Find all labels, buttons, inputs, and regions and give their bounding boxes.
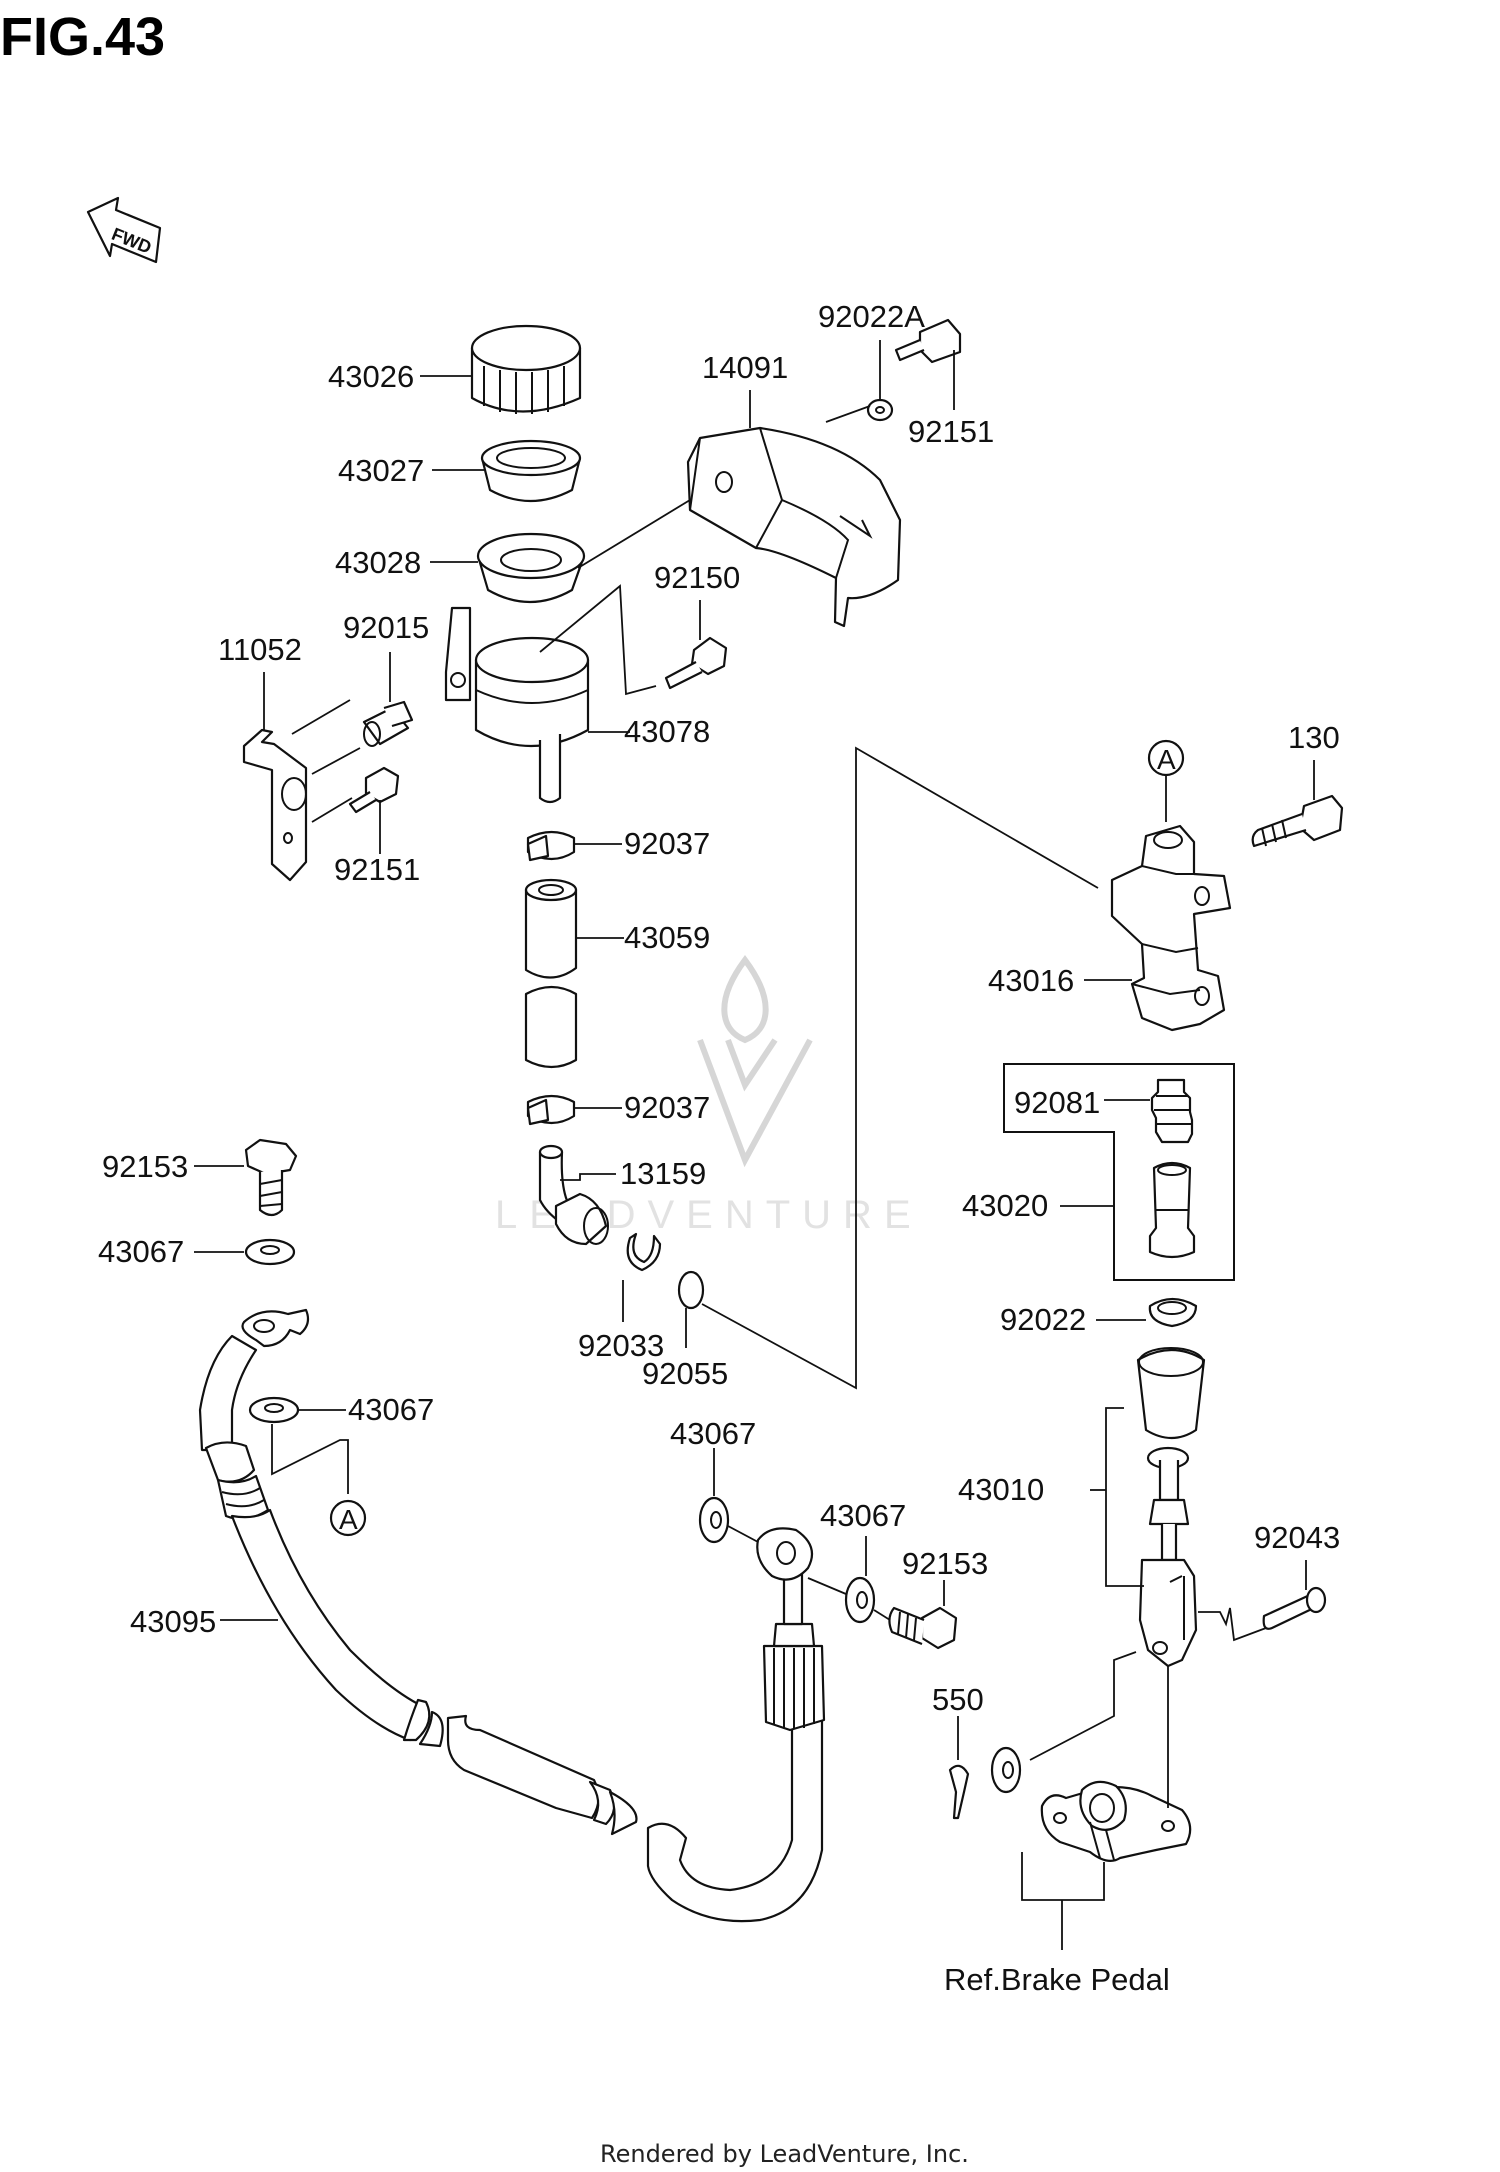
callout-a-bottom: A — [329, 1499, 367, 1537]
label-92153-right: 92153 — [902, 1546, 988, 1581]
reservoir-cover — [686, 426, 902, 628]
label-13159: 13159 — [620, 1156, 706, 1191]
piston-43020 — [1148, 1161, 1196, 1259]
callout-a-top-letter: A — [1157, 744, 1176, 775]
fwd-arrow-icon: FWD — [86, 196, 162, 264]
label-43067-2: 43067 — [348, 1392, 434, 1427]
hose-fitting — [538, 1144, 609, 1246]
washer-43067-4 — [844, 1576, 876, 1624]
cotter-pin-550 — [948, 1764, 970, 1820]
label-43067-3: 43067 — [670, 1416, 756, 1451]
bolt-92150 — [664, 636, 728, 690]
label-43020: 43020 — [962, 1188, 1048, 1223]
master-cylinder — [1110, 824, 1232, 1032]
reservoir-hose — [524, 878, 578, 1069]
washer-43067-2 — [248, 1396, 300, 1424]
push-rod-kit — [1136, 1347, 1206, 1668]
label-11052: 11052 — [218, 632, 302, 667]
spring-92081 — [1150, 1078, 1194, 1144]
cap-plate — [480, 439, 582, 503]
bolt-92151-top — [894, 318, 962, 364]
label-92033: 92033 — [578, 1328, 664, 1363]
brake-pedal-pivot — [1040, 1780, 1192, 1863]
label-43078: 43078 — [624, 714, 710, 749]
label-43027: 43027 — [338, 453, 424, 488]
brake-hose-43095 — [198, 1308, 826, 1923]
label-92037-upper: 92037 — [624, 826, 710, 861]
banjo-bolt-left — [244, 1138, 298, 1217]
washer-43067-1 — [244, 1238, 296, 1266]
circlip-92022 — [1148, 1297, 1198, 1328]
label-92015: 92015 — [343, 610, 429, 645]
label-92151-bracket: 92151 — [334, 852, 420, 887]
callout-a-top: A — [1147, 739, 1185, 777]
bracket-11052 — [242, 728, 308, 882]
label-43016: 43016 — [988, 963, 1074, 998]
hose-clamp-upper — [526, 830, 576, 862]
label-92022: 92022 — [1000, 1302, 1086, 1337]
washer-43067-3 — [698, 1496, 730, 1544]
label-43059: 43059 — [624, 920, 710, 955]
bolt-130 — [1251, 794, 1344, 848]
oring-92055 — [677, 1270, 705, 1310]
label-43026: 43026 — [328, 359, 414, 394]
washer-92022a — [866, 398, 894, 422]
label-92043: 92043 — [1254, 1520, 1340, 1555]
reservoir-diaphragm — [476, 532, 586, 604]
label-92037-lower: 92037 — [624, 1090, 710, 1125]
label-550: 550 — [932, 1682, 984, 1717]
ref-brake-pedal-label: Ref.Brake Pedal — [944, 1962, 1170, 1997]
bolt-92151-bracket — [348, 766, 400, 814]
label-14091: 14091 — [702, 350, 788, 385]
label-92153-left: 92153 — [102, 1149, 188, 1184]
label-92151-top: 92151 — [908, 414, 994, 449]
label-43095: 43095 — [130, 1604, 216, 1639]
label-130: 130 — [1288, 720, 1340, 755]
footer-credit: Rendered by LeadVenture, Inc. — [600, 2140, 969, 2168]
callout-a-bottom-letter: A — [339, 1504, 358, 1535]
grommet-92015 — [362, 700, 414, 747]
label-43067-1: 43067 — [98, 1234, 184, 1269]
banjo-bolt-right — [888, 1606, 958, 1650]
label-92081: 92081 — [1014, 1085, 1100, 1120]
reservoir-cap — [470, 324, 582, 414]
figure-title: FIG.43 — [0, 7, 165, 67]
label-92022A: 92022A — [818, 299, 925, 334]
circlip-92033 — [626, 1232, 662, 1272]
label-92150: 92150 — [654, 560, 740, 595]
label-43010: 43010 — [958, 1472, 1044, 1507]
label-43028: 43028 — [335, 545, 421, 580]
pedal-washer — [990, 1746, 1022, 1794]
label-92055: 92055 — [642, 1356, 728, 1391]
clevis-pin-92043 — [1262, 1586, 1327, 1630]
hose-clamp-lower — [526, 1094, 576, 1126]
reservoir-body — [444, 606, 590, 804]
label-43067-4: 43067 — [820, 1498, 906, 1533]
piston-kit-box — [1003, 1063, 1235, 1281]
